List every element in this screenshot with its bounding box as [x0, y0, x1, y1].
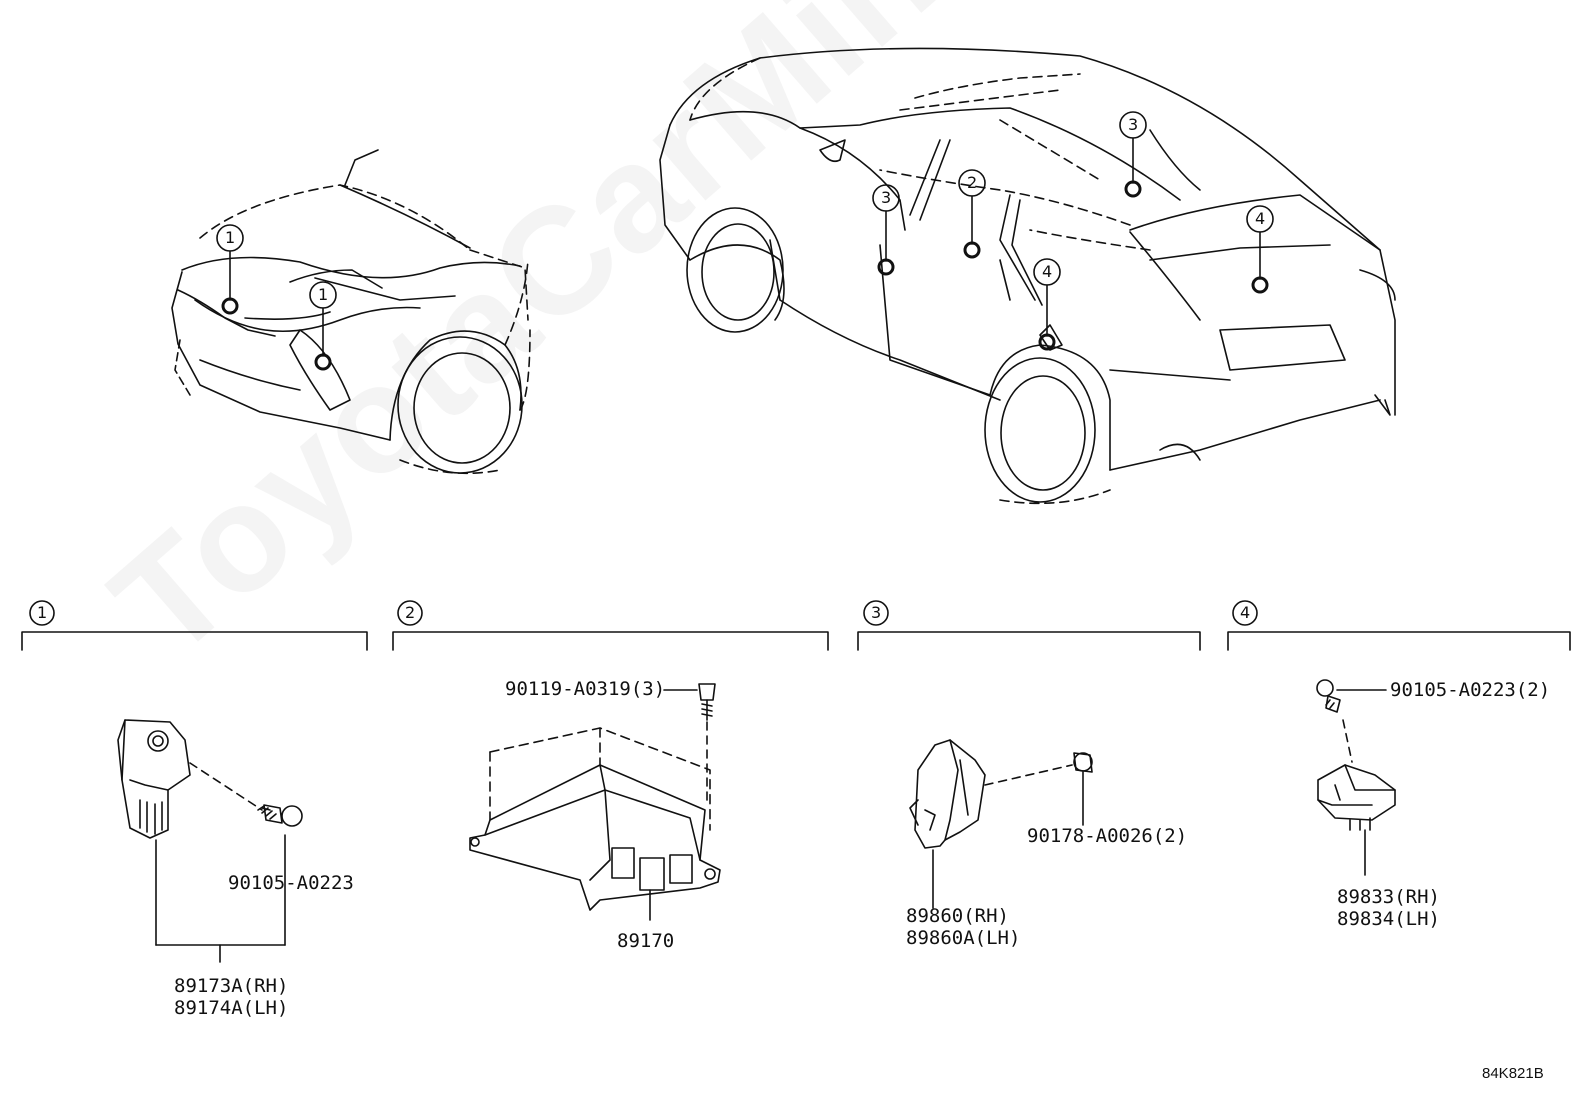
group-number: 3: [871, 603, 882, 622]
group-number: 4: [1240, 603, 1251, 622]
part-label-screw: 90105-A0223(2): [1390, 679, 1551, 701]
group-header-1: [21, 600, 368, 651]
group-header-2: [392, 600, 829, 651]
bolt-90119-a0319-drawing: [663, 683, 716, 801]
part-label-screw: 90105-A0223: [228, 872, 354, 894]
callout-number: 1: [225, 228, 236, 247]
rear-car-view: [659, 47, 1396, 505]
front-impact-sensor-drawing: [117, 719, 286, 963]
part-label-bolt: 90119-A0319(3): [505, 678, 666, 700]
side-sensor-drawing: [909, 739, 1073, 909]
callout-number: 2: [967, 173, 978, 192]
rear-callout-3a: [1119, 111, 1147, 198]
screw-90105-a0223-2-drawing: [1316, 679, 1387, 713]
group-number: 1: [37, 603, 48, 622]
nut-90178-a0026-drawing: [1073, 752, 1093, 826]
airbag-ecu-drawing: [469, 727, 721, 921]
part-label-ecu: 89170: [617, 930, 675, 952]
screw-90105-a0223-drawing: [189, 762, 303, 827]
callout-number: 3: [1128, 115, 1139, 134]
part-label-sensor-rh: 89860(RH): [906, 905, 1009, 927]
part-label-nut: 90178-A0026(2): [1027, 825, 1188, 847]
rear-sensor-drawing: [1317, 719, 1396, 876]
rear-callout-4a: [1033, 258, 1061, 351]
front-callout-1a: [216, 224, 244, 315]
part-label-sensor-lh: 89834(LH): [1337, 908, 1440, 930]
rear-callout-4b: [1246, 205, 1274, 294]
rear-callout-2: [958, 169, 986, 259]
part-label-sensor-lh: 89174A(LH): [174, 997, 289, 1019]
group-header-3: [857, 600, 1201, 651]
callout-number: 4: [1042, 262, 1053, 281]
callout-number: 4: [1255, 209, 1266, 228]
rear-callout-3b: [872, 184, 900, 276]
group-number: 2: [405, 603, 416, 622]
part-label-sensor-lh: 89860A(LH): [906, 927, 1021, 949]
diagram-code: 84K821B: [1482, 1065, 1544, 1082]
part-label-sensor-rh: 89833(RH): [1337, 886, 1440, 908]
group-header-4: [1227, 600, 1571, 651]
front-car-view: [171, 149, 531, 475]
callout-number: 3: [881, 188, 892, 207]
front-callout-1b: [309, 281, 337, 371]
part-label-sensor-rh: 89173A(RH): [174, 975, 289, 997]
callout-number: 1: [318, 285, 329, 304]
